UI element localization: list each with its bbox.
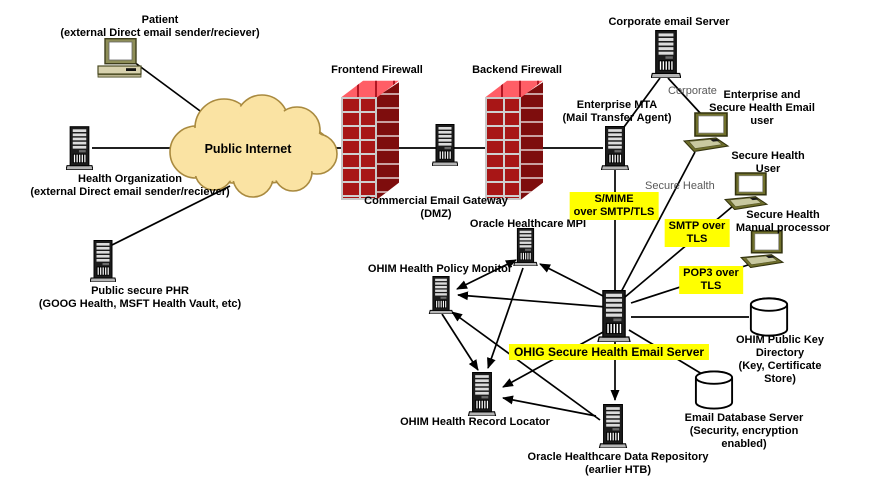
policy-monitor-label: OHIM Health Policy Monitor (367, 263, 513, 275)
patient-label: Patient (external Direct email sender/re… (60, 14, 260, 39)
data-repository-label: Oracle Healthcare Data Repository (earli… (527, 451, 709, 476)
record-locator-label: OHIM Health Record Locator (400, 416, 550, 428)
public-internet-cloud: Public Internet (169, 94, 338, 198)
email-gateway-label: Commercial Email Gateway (DMZ) (364, 195, 508, 220)
corporate-email-server-icon (651, 30, 681, 78)
patient-computer-icon (96, 38, 144, 80)
enterprise-mta-server-icon (601, 126, 629, 170)
oracle-mpi-server-icon (512, 228, 539, 266)
public-internet-label: Public Internet (205, 142, 293, 156)
frontend-firewall-icon (341, 80, 399, 202)
oracle-mpi-label: Oracle Healthcare MPI (469, 218, 587, 230)
enterprise-sh-email-user-label: Enterprise and Secure Health Email user (709, 89, 815, 127)
backend-firewall-icon (485, 80, 543, 202)
email-gateway-server-icon (432, 124, 458, 166)
enterprise-mta-label: Enterprise MTA (Mail Transfer Agent) (562, 99, 672, 124)
ohig-email-server-icon (597, 290, 631, 342)
public-key-directory-database-icon (748, 296, 790, 338)
data-repository-server-icon (598, 404, 628, 448)
backend-firewall-label: Backend Firewall (472, 64, 562, 76)
secure-health-edge-label: Secure Health (645, 180, 715, 192)
record-locator-server-icon (467, 372, 497, 416)
smime-over-smtp-tls-label: S/MIME over SMTP/TLS (569, 192, 659, 221)
corporate-email-server-label: Corporate email Server (608, 16, 730, 28)
secure-health-user-laptop-icon (722, 172, 770, 210)
public-phr-label: Public secure PHR (GOOG Health, MSFT Hea… (38, 285, 242, 310)
policy-monitor-server-icon (428, 276, 454, 314)
frontend-firewall-label: Frontend Firewall (331, 64, 423, 76)
arrow-lines (441, 259, 620, 421)
public-key-directory-label: OHIM Public Key Directory (Key, Certific… (735, 334, 825, 385)
sh-manual-processor-laptop-icon (738, 230, 786, 268)
smtp-over-tls-label: SMTP over TLS (664, 219, 730, 248)
email-database-label: Email Database Server (Security, encrypt… (684, 412, 804, 450)
corporate-edge-label: Corporate (668, 85, 717, 97)
secure-health-user-label: Secure Health User (731, 150, 805, 175)
public-phr-server-icon (90, 240, 116, 282)
health-organization-label: Health Organization (external Direct ema… (30, 173, 230, 198)
health-organization-server-icon (66, 126, 93, 170)
ohig-email-server-label: OHIG Secure Health Email Server (508, 344, 710, 361)
sh-manual-processor-label: Secure Health Manual processor (735, 209, 831, 234)
pop3-over-tls-label: POP3 over TLS (679, 266, 743, 295)
